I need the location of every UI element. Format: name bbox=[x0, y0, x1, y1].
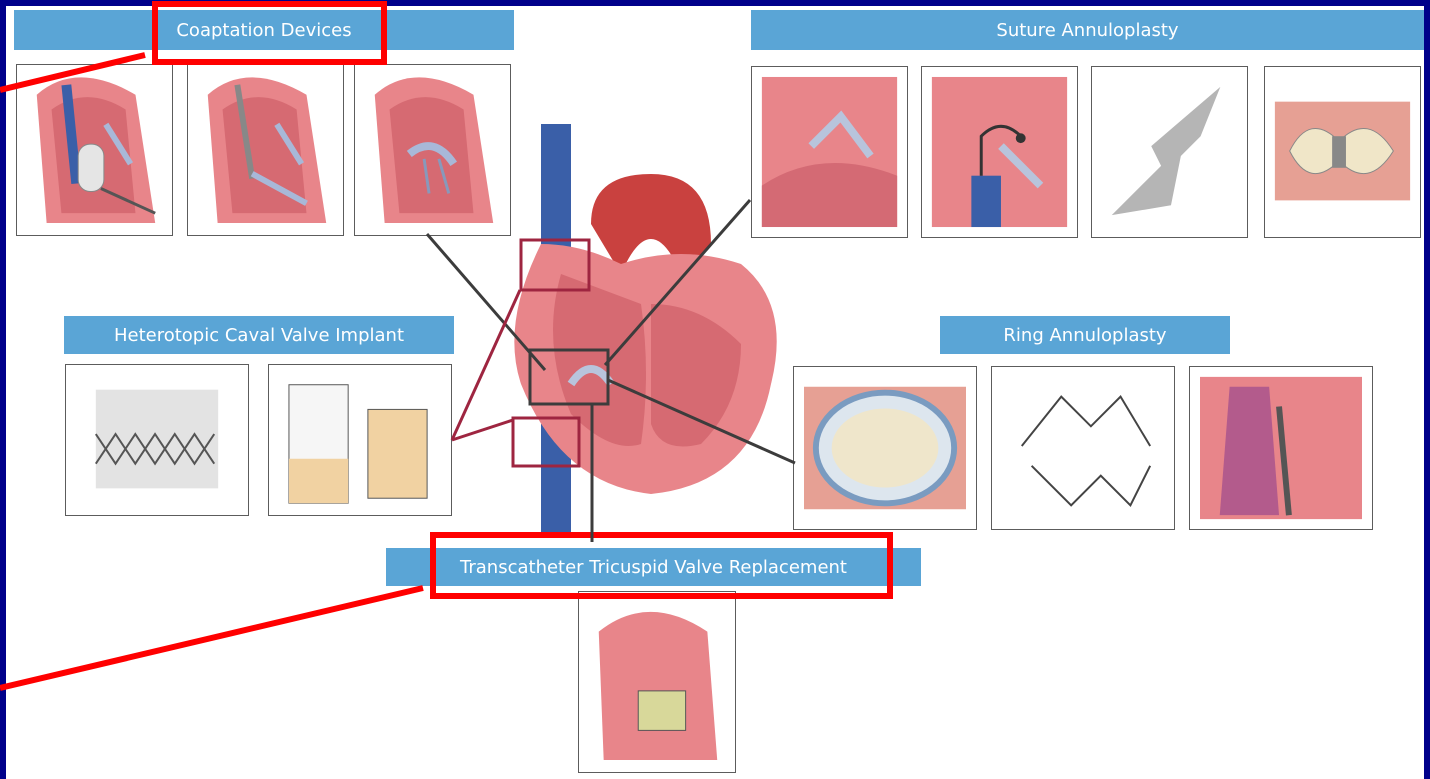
coaptation-thumb-1 bbox=[16, 64, 173, 236]
ring-thumb-3 bbox=[1189, 366, 1373, 530]
suture-thumb-3 bbox=[1091, 66, 1248, 238]
suture-thumb-2 bbox=[921, 66, 1078, 238]
replacement-thumb bbox=[578, 591, 736, 773]
caval-thumb-1 bbox=[65, 364, 249, 516]
diagram-panel: Coaptation Devices Suture Annuloplasty H… bbox=[6, 6, 1424, 779]
label-transcatheter-tricuspid-valve-replacement: Transcatheter Tricuspid Valve Replacemen… bbox=[386, 548, 921, 586]
ring-thumb-2 bbox=[991, 366, 1175, 530]
ring-thumb-1 bbox=[793, 366, 977, 530]
coaptation-thumb-2 bbox=[187, 64, 344, 236]
label-coaptation-devices: Coaptation Devices bbox=[14, 10, 514, 50]
label-ring-annuloplasty: Ring Annuloplasty bbox=[940, 316, 1230, 354]
caval-thumb-2 bbox=[268, 364, 452, 516]
coaptation-thumb-3 bbox=[354, 64, 511, 236]
suture-thumb-4 bbox=[1264, 66, 1421, 238]
label-heterotopic-caval-valve-implant: Heterotopic Caval Valve Implant bbox=[64, 316, 454, 354]
heart-illustration bbox=[501, 124, 801, 534]
label-suture-annuloplasty: Suture Annuloplasty bbox=[751, 10, 1424, 50]
